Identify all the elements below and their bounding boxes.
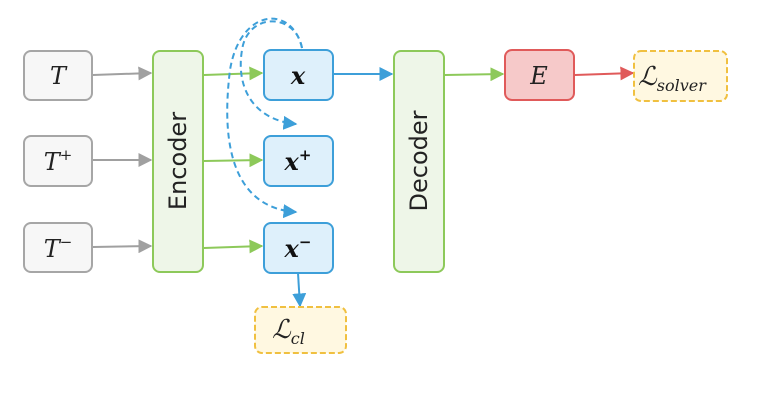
cl-loss-symbol: ℒ xyxy=(272,315,292,345)
svg-text:x+: x+ xyxy=(284,146,312,176)
svg-text:x−: x− xyxy=(284,233,312,263)
arrow-energy-to-solver-loss xyxy=(574,66,635,81)
input-tplus-node: T+ xyxy=(23,135,93,187)
input-tplus-sup: + xyxy=(60,146,73,164)
cl-loss-sub: cl xyxy=(291,329,305,348)
arrow-decoder-to-energy xyxy=(444,67,505,82)
energy-label: E xyxy=(529,62,548,90)
latent-xminus-sup: − xyxy=(299,233,312,251)
arrow-t-to-encoder xyxy=(92,66,153,81)
input-tplus-label: T xyxy=(44,148,62,176)
input-tminus-label: T xyxy=(44,235,62,263)
encoder-node: Encoder xyxy=(152,50,204,273)
arrow-encoder-to-xplus xyxy=(203,153,264,168)
latent-xplus-sup: + xyxy=(299,146,312,164)
svg-text:ℒcl: ℒcl xyxy=(272,315,305,348)
input-t-label: T xyxy=(50,62,68,90)
svg-text:T+: T+ xyxy=(44,146,73,176)
encoder-label: Encoder xyxy=(164,112,192,210)
input-t-node: T xyxy=(23,50,93,101)
solver-loss-node: ℒsolver xyxy=(633,50,728,102)
arrow-encoder-to-xminus xyxy=(203,239,264,254)
decoder-label: Decoder xyxy=(405,110,433,211)
arrow-tminus-to-encoder xyxy=(92,239,153,254)
arrows xyxy=(92,17,635,308)
svg-text:T: T xyxy=(50,62,68,90)
solver-loss-sub: solver xyxy=(657,76,707,95)
latent-xplus-label: x xyxy=(284,147,300,176)
svg-text:ℒsolver: ℒsolver xyxy=(638,62,707,95)
energy-node: E xyxy=(504,49,575,101)
latent-xplus-node: x+ xyxy=(263,135,334,187)
solver-loss-symbol: ℒ xyxy=(638,62,658,92)
arrow-encoder-to-x xyxy=(203,66,264,81)
svg-text:T−: T− xyxy=(44,233,73,263)
latent-xminus-label: x xyxy=(284,234,300,263)
svg-text:x: x xyxy=(290,61,306,90)
cl-loss-node: ℒcl xyxy=(254,306,347,354)
dashed-arrow-x-to-xplus xyxy=(239,20,303,130)
latent-xminus-node: x− xyxy=(263,222,334,274)
input-tminus-sup: − xyxy=(60,233,73,251)
decoder-node: Decoder xyxy=(393,50,445,273)
arrow-xminus-to-cl-loss xyxy=(292,272,307,308)
latent-x-node: x xyxy=(263,49,334,101)
latent-x-label: x xyxy=(290,61,306,90)
input-tminus-node: T− xyxy=(23,222,93,273)
